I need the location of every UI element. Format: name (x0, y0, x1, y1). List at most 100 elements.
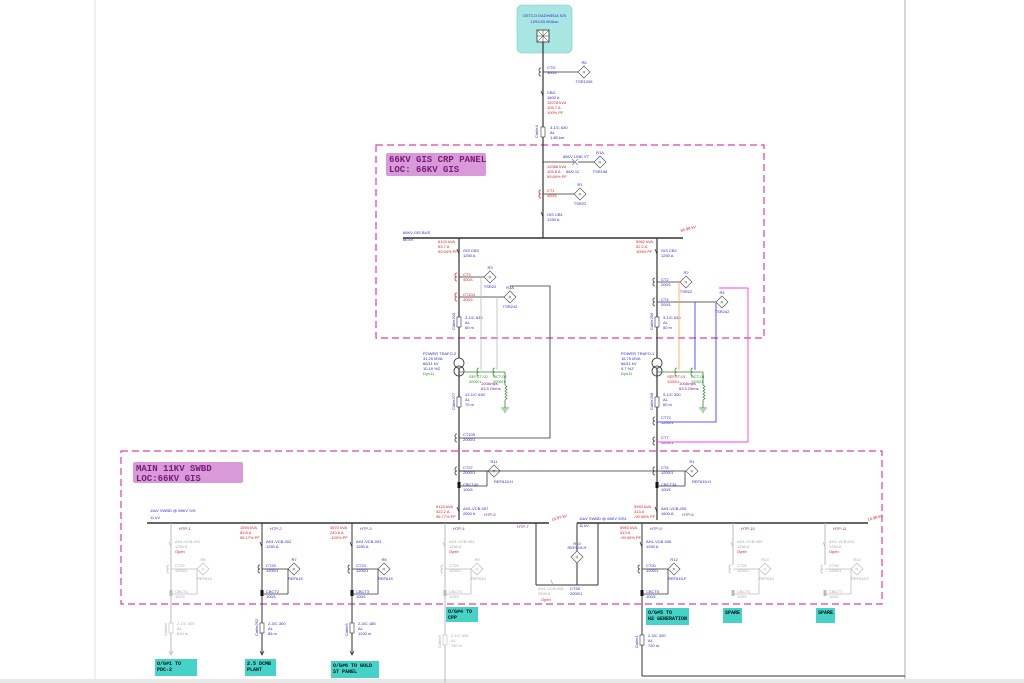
destination-box-HTP-2[interactable] (245, 659, 276, 676)
feeder-relay-icon[interactable] (850, 562, 864, 576)
cbct-label-inc-left: CBCT40 (463, 482, 479, 487)
feeder-relay-name: R6 (200, 557, 206, 562)
feeder-relay-icon[interactable] (377, 562, 391, 576)
ct-icon-ct104[interactable] (454, 292, 458, 302)
breaker-icon[interactable] (540, 90, 544, 97)
sefct-label-right: 1200/1 (667, 379, 680, 384)
feeder-cbct: CBCT6 (737, 589, 751, 594)
feeder-breaker-HTP-4[interactable] (442, 541, 446, 548)
cbg-flow: 105.7 A (547, 105, 561, 110)
sefct-icon-left[interactable] (476, 367, 480, 377)
current-transformer-icon[interactable] (728, 564, 732, 574)
bus66-name: 66KV GIS BUS (403, 230, 430, 235)
relay-r3-icon[interactable] (483, 270, 497, 284)
relay-r6-icon[interactable] (577, 65, 591, 79)
current-transformer-icon[interactable] (538, 67, 542, 77)
transformer-icon[interactable] (453, 357, 465, 369)
feeder-relay-icon[interactable] (758, 562, 772, 576)
feeder-vcb-HTP-11: AH1-VCB-010 (829, 539, 855, 544)
relay-r10-type: REF615-H (568, 545, 587, 550)
nct-icon-left[interactable] (492, 367, 496, 377)
cable-icon (259, 622, 265, 634)
destination-box-HTP-9[interactable] (646, 608, 689, 625)
ct1-icon[interactable] (538, 189, 542, 199)
breaker-icon[interactable] (654, 248, 658, 255)
feeder-relay-icon[interactable] (470, 562, 484, 576)
feeder-relay-icon[interactable] (667, 562, 681, 576)
nct-icon-right[interactable] (690, 367, 694, 377)
cbg-label: CBG (547, 90, 556, 95)
feeder-breaker-HTP-1[interactable] (168, 541, 172, 548)
cable2-desc-left: AL (465, 397, 471, 402)
current-transformer-icon[interactable] (820, 564, 824, 574)
ct-icon-ct2[interactable] (652, 277, 656, 287)
current-transformer-icon[interactable] (454, 466, 458, 476)
destination-box-HTP-4[interactable] (446, 607, 478, 622)
feeder-cable-desc: 1200 m (358, 631, 372, 636)
swbd-panel-location: LOC:66KV GIS (136, 474, 201, 484)
ct-label-ct104: CT104 (463, 292, 476, 297)
source-box (516, 4, 573, 54)
relay-r4-icon[interactable] (715, 295, 729, 309)
relay-inc-right-icon[interactable] (685, 464, 699, 478)
relay-r10-icon[interactable] (570, 550, 584, 564)
feeder-ct-ratio: 1200/1 (356, 568, 369, 573)
transformer-icon[interactable] (651, 357, 663, 369)
breaker-icon[interactable] (540, 211, 544, 218)
destination-box-HTP-1[interactable] (155, 659, 197, 676)
feeder-ct-ratio: 1200/1 (449, 568, 462, 573)
utility-source[interactable]: GETCO DADHIEDA S/S 1293.83 MVAsc (516, 4, 573, 54)
current-transformer-icon[interactable] (257, 564, 261, 574)
feeder-breaker-HTP-2[interactable] (259, 541, 263, 548)
cbct-icon-inc-left (457, 482, 461, 488)
sefct-icon-right[interactable] (674, 367, 678, 377)
relay-icon-glyph: R (476, 567, 479, 572)
ct7-label: CT7 (661, 435, 669, 440)
relay-r3a-icon[interactable] (503, 290, 517, 304)
feeder-cbct: CBCT5 (646, 589, 660, 594)
feeder-status-HTP-4: Open (449, 549, 459, 554)
transformer-icon-secondary (453, 365, 465, 377)
feeder-ct-ratio: 1200/1 (829, 568, 842, 573)
feeder-cable-name: Cable5 (344, 623, 349, 636)
destination-box-HTP-3[interactable] (331, 661, 379, 678)
relay-r1a-icon[interactable] (593, 155, 607, 169)
feeder-relay-name: R13 (761, 557, 769, 562)
current-transformer-icon[interactable] (347, 564, 351, 574)
current-transformer-icon[interactable] (440, 564, 444, 574)
current-transformer-icon[interactable] (652, 436, 656, 446)
current-transformer-icon[interactable] (652, 416, 656, 426)
destination-box-HTP-10[interactable] (723, 608, 742, 623)
breaker-icon[interactable] (654, 506, 658, 513)
feeder-flow-left: 6124 kVA (438, 239, 455, 244)
relay-icon-glyph: R (691, 469, 694, 474)
feeder-breaker-HTP-9[interactable] (639, 541, 643, 548)
current-transformer-icon[interactable] (166, 564, 170, 574)
destination-box-HTP-11[interactable] (816, 608, 835, 623)
cable4-name: Cable4 (534, 125, 539, 138)
feeder-relay-icon[interactable] (287, 562, 301, 576)
bus-tie-breaker[interactable] (550, 579, 554, 586)
current-transformer-icon[interactable] (454, 433, 458, 443)
flow-inc-left: 322.2 A (436, 509, 450, 514)
destination-label-HTP-10: SPARE (725, 610, 740, 616)
feeder-relay-icon[interactable] (196, 562, 210, 576)
feeder-breaker-HTP-3[interactable] (349, 541, 353, 548)
feeder-htp-HTP-11: HTP-11 (833, 526, 847, 531)
breaker-icon[interactable] (456, 506, 460, 513)
nct-label-right: NCT-01 (691, 374, 706, 379)
feeder-ct: CT24 (449, 563, 460, 568)
ct-icon-ct4[interactable] (652, 297, 656, 307)
relay-r2-icon[interactable] (679, 275, 693, 289)
current-transformer-icon[interactable] (637, 564, 641, 574)
vcb-label-inc-left: 2500 A (463, 511, 476, 516)
feeder-breaker-HTP-10[interactable] (730, 541, 734, 548)
vt-flow: 12088 kVA (547, 164, 567, 169)
breaker-icon[interactable] (456, 248, 460, 255)
feeder-cable-name: Cable8 (437, 635, 442, 648)
relay-r6-type: TSR1206 (576, 79, 594, 84)
feeder-breaker-HTP-11[interactable] (822, 541, 826, 548)
relay-r1-icon[interactable] (573, 187, 587, 201)
ct-icon-ct3[interactable] (454, 272, 458, 282)
